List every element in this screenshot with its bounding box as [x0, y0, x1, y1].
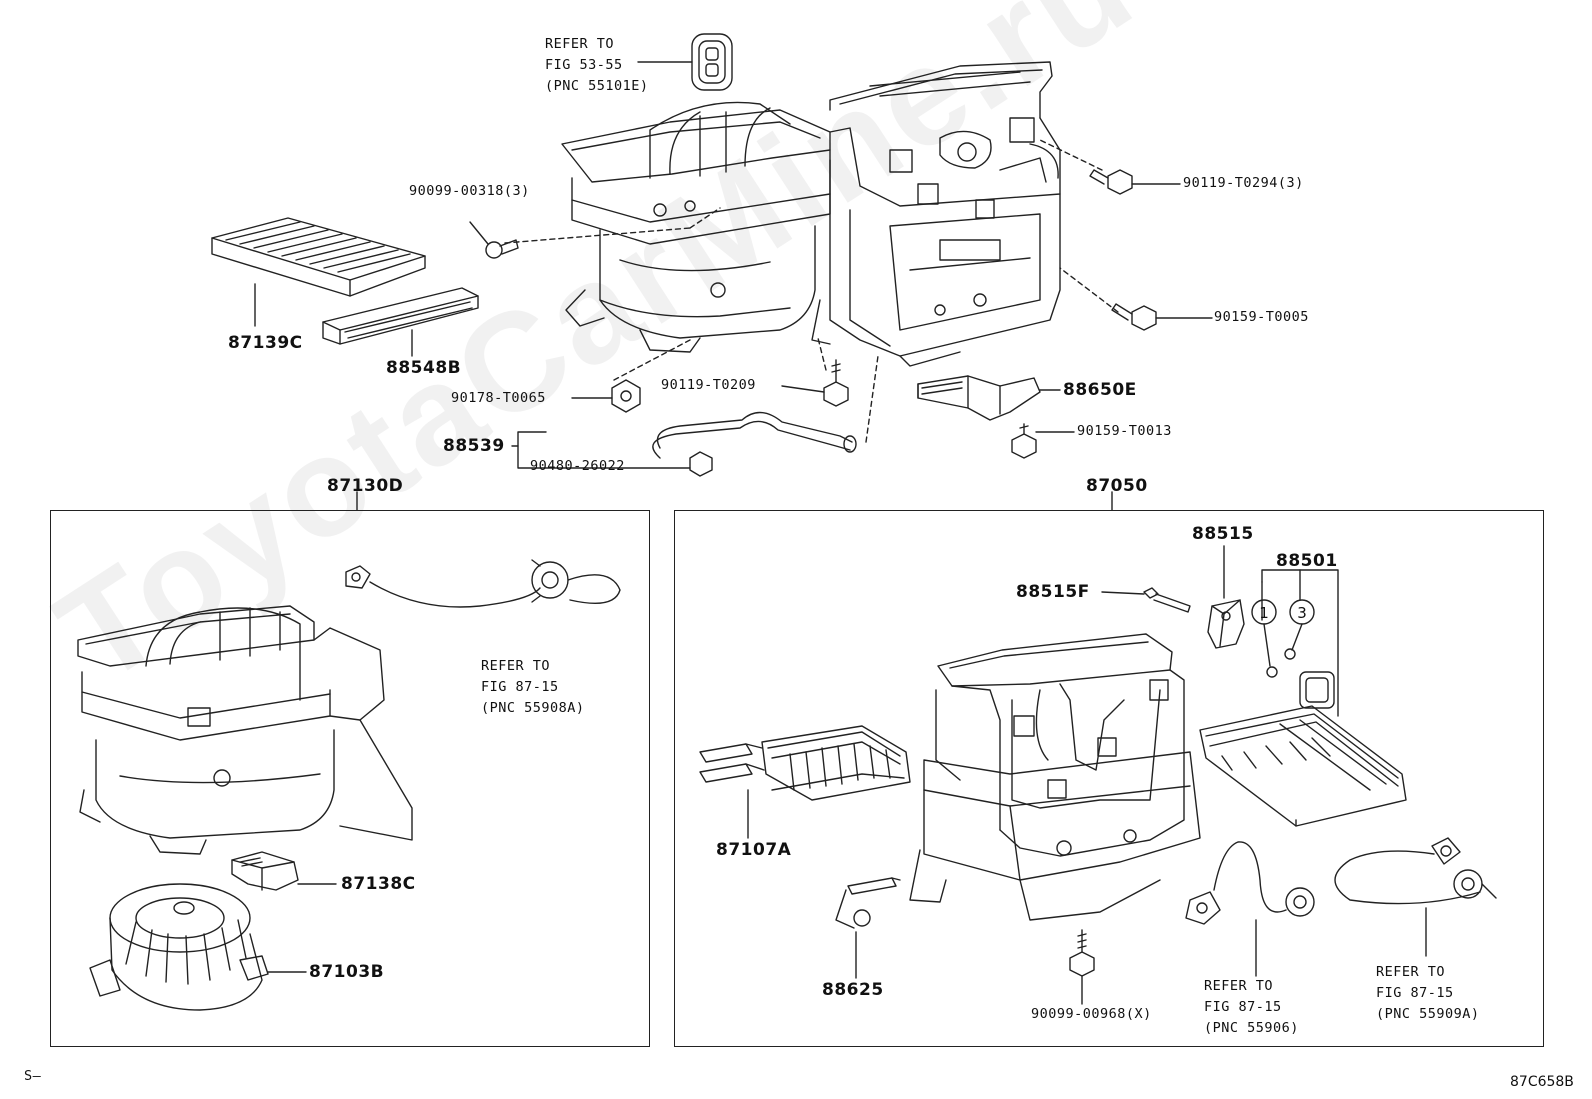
note-line: (PNC 55101E) — [545, 78, 649, 94]
screw-90159t0013-illustration — [1012, 424, 1036, 458]
expansion-valve-88515-illustration — [1208, 600, 1244, 648]
callout-1-text: 1 — [1259, 604, 1269, 622]
part-label-87139c[interactable]: 87139C — [228, 333, 303, 353]
resistor-87138c-illustration — [232, 852, 298, 890]
callout-3-text: 3 — [1297, 604, 1307, 622]
bolt-90119t0209-illustration — [824, 360, 848, 406]
bracket-88650e-illustration — [918, 376, 1040, 420]
hvac-assembly-illustration — [562, 62, 1060, 366]
note-line: (PNC 55909A) — [1376, 1006, 1480, 1022]
note-line: REFER TO — [545, 36, 615, 52]
note-line: (PNC 55906) — [1204, 1020, 1299, 1036]
footer-left-mark: S— — [24, 1068, 42, 1084]
screw-90119t0294-illustration — [1090, 170, 1132, 194]
screw-9009900968-illustration — [1070, 930, 1094, 976]
part-label-90159t0013[interactable]: 90159-T0013 — [1077, 423, 1172, 439]
part-label-88515[interactable]: 88515 — [1192, 524, 1254, 544]
part-label-87103b[interactable]: 87103B — [309, 962, 385, 982]
part-label-9009900968[interactable]: 90099-00968(X) — [1031, 1006, 1152, 1022]
screw-90159t0005-illustration — [1112, 304, 1156, 330]
group-frame-87050 — [674, 510, 1544, 1047]
screw-9009900318-illustration — [486, 240, 518, 258]
heater-core-87107a-illustration — [700, 726, 910, 800]
note-line: REFER TO — [1204, 978, 1274, 994]
part-label-88501[interactable]: 88501 — [1276, 551, 1338, 571]
sensor-88625-illustration — [836, 878, 900, 928]
part-label-88625[interactable]: 88625 — [822, 980, 884, 1000]
part-label-87050[interactable]: 87050 — [1086, 476, 1148, 496]
grommet-illustration — [692, 34, 732, 90]
note-line: FIG 53-55 — [545, 57, 623, 73]
filter-88548b-illustration — [323, 288, 478, 344]
wire-harness-55906-illustration — [1186, 842, 1314, 924]
note-line: FIG 87-15 — [481, 679, 559, 695]
part-label-90178t0065[interactable]: 90178-T0065 — [451, 390, 546, 406]
note-refer-fig-53-55: REFER TO FIG 53-55 (PNC 55101E) — [545, 34, 649, 97]
note-refer-fig-87-15-55909a: REFER TO FIG 87-15 (PNC 55909A) — [1376, 962, 1480, 1025]
part-label-88650e[interactable]: 88650E — [1063, 380, 1137, 400]
note-line: FIG 87-15 — [1204, 999, 1282, 1015]
figure-id: 87C658B — [1510, 1074, 1574, 1090]
note-line: FIG 87-15 — [1376, 985, 1454, 1001]
part-label-87138c[interactable]: 87138C — [341, 874, 416, 894]
blower-motor-87103b-illustration — [90, 884, 268, 1010]
hose-88539-illustration — [653, 412, 856, 476]
part-label-88515f[interactable]: 88515F — [1016, 582, 1090, 602]
evaporator-88501-illustration — [1200, 672, 1406, 826]
note-refer-fig-87-15-55906: REFER TO FIG 87-15 (PNC 55906) — [1204, 976, 1299, 1039]
group-frame-87130d — [50, 510, 650, 1047]
part-label-9009900318[interactable]: 90099-00318(3) — [409, 183, 530, 199]
note-line: (PNC 55908A) — [481, 700, 585, 716]
part-label-87130d[interactable]: 87130D — [327, 476, 404, 496]
bolt-88515f-illustration — [1144, 588, 1190, 612]
part-label-90119t0294[interactable]: 90119-T0294(3) — [1183, 175, 1304, 191]
blower-case-87130d-illustration — [78, 560, 620, 854]
part-label-87107a[interactable]: 87107A — [716, 840, 792, 860]
filter-87139c-illustration — [212, 218, 425, 296]
nut-90178t0065-illustration — [612, 380, 640, 412]
note-refer-fig-87-15-55908a: REFER TO FIG 87-15 (PNC 55908A) — [481, 656, 585, 719]
part-label-88539[interactable]: 88539 — [443, 436, 505, 456]
note-line: REFER TO — [1376, 964, 1446, 980]
part-label-88548b[interactable]: 88548B — [386, 358, 462, 378]
part-label-90119t0209[interactable]: 90119-T0209 — [661, 377, 756, 393]
part-label-90159t0005[interactable]: 90159-T0005 — [1214, 309, 1309, 325]
note-line: REFER TO — [481, 658, 551, 674]
air-conditioning-unit-87050-illustration — [910, 634, 1200, 920]
wire-harness-55909a-illustration — [1335, 838, 1496, 904]
part-label-9048026022[interactable]: 90480-26022 — [530, 458, 625, 474]
